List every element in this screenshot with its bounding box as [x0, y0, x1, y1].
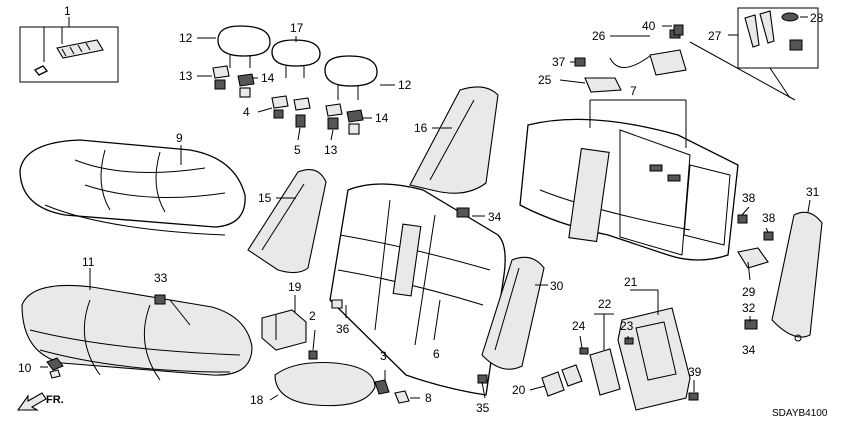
callout-32: 32 — [742, 301, 756, 315]
callout-22: 22 — [598, 297, 612, 311]
bolt-23 — [624, 337, 634, 345]
callout-20: 20 — [512, 383, 526, 397]
callout-27: 27 — [708, 29, 722, 43]
callout-34-b: 34 — [742, 343, 756, 357]
callouts: 1 2 3 4 5 6 7 8 9 10 11 12 12 13 13 14 1… — [18, 4, 824, 415]
bolt-36 — [331, 299, 343, 309]
bolt-8 — [394, 390, 410, 404]
headrest-center — [271, 39, 321, 78]
guide-13-b — [325, 103, 343, 130]
front-direction-label: FR. — [46, 394, 64, 406]
callout-15: 15 — [258, 191, 272, 205]
bolt-38-b — [763, 231, 774, 241]
side-bolster-left — [247, 169, 327, 274]
callout-13-a: 13 — [179, 69, 193, 83]
callout-8: 8 — [425, 391, 432, 405]
callout-17: 17 — [290, 21, 304, 35]
clip-3 — [374, 379, 390, 395]
callout-35: 35 — [476, 401, 490, 415]
headrest-right — [324, 55, 378, 100]
panel-21 — [617, 307, 691, 411]
callout-21: 21 — [624, 275, 638, 289]
keys-27 — [689, 7, 819, 101]
callout-38-a: 38 — [742, 191, 756, 205]
callout-12-right: 12 — [398, 78, 412, 92]
callout-2: 2 — [309, 309, 316, 323]
callout-37: 37 — [552, 55, 566, 69]
bracket-19 — [261, 309, 307, 351]
part-1-clip-group — [19, 17, 119, 83]
bolt-34-b — [744, 319, 758, 330]
bracket-29 — [737, 247, 769, 269]
bolt-33 — [154, 294, 166, 305]
hook-10 — [46, 357, 64, 379]
seat-back-frame-7 — [519, 118, 739, 261]
callout-13-b: 13 — [324, 143, 338, 157]
callout-39: 39 — [688, 365, 702, 379]
guide-5 — [293, 97, 311, 128]
callout-6: 6 — [433, 347, 440, 361]
headrest-left — [217, 25, 271, 68]
callout-25: 25 — [538, 73, 552, 87]
bolt-40 — [673, 24, 684, 36]
callout-11: 11 — [82, 255, 95, 269]
cushion-18 — [274, 361, 376, 407]
callout-14-a: 14 — [261, 71, 275, 85]
lock-22 — [589, 348, 621, 396]
bolt-39 — [688, 392, 699, 401]
bolt-38-a — [737, 214, 748, 224]
callout-10: 10 — [18, 361, 32, 375]
guide-14-b — [346, 109, 364, 135]
callout-16: 16 — [414, 121, 428, 135]
callout-3: 3 — [380, 349, 387, 363]
callout-29: 29 — [742, 285, 756, 299]
callout-26: 26 — [592, 29, 606, 43]
callout-23: 23 — [620, 319, 634, 333]
bolt-37 — [574, 57, 586, 67]
callout-38-b: 38 — [762, 211, 776, 225]
callout-4: 4 — [243, 105, 250, 119]
callout-40: 40 — [642, 19, 656, 33]
lock-assembly-26 — [609, 29, 687, 76]
callout-31: 31 — [806, 185, 820, 199]
latch-25 — [584, 77, 622, 93]
bolt-35 — [477, 374, 488, 384]
callout-36: 36 — [336, 322, 350, 336]
clip-2 — [308, 350, 318, 360]
callout-24: 24 — [572, 319, 586, 333]
guide-13-a — [212, 65, 230, 90]
callout-28: 28 — [810, 11, 824, 25]
callout-18: 18 — [250, 393, 264, 407]
callout-30: 30 — [550, 279, 564, 293]
armrest-16 — [409, 86, 499, 194]
leader-lines — [40, 16, 811, 401]
front-direction-arrow: FR. — [16, 392, 64, 411]
keys-20 — [541, 364, 583, 397]
callout-1: 1 — [64, 4, 71, 18]
callout-5: 5 — [294, 143, 301, 157]
callout-7: 7 — [630, 84, 637, 98]
callout-14-b: 14 — [375, 111, 389, 125]
bolt-24 — [579, 347, 589, 355]
bolt-34-a — [456, 207, 470, 218]
guide-4 — [271, 95, 289, 119]
washer-28 — [781, 12, 799, 22]
seat-cushion-cover — [19, 139, 246, 236]
diagram-code: SDAYB4100 — [772, 408, 828, 419]
guide-14-a — [237, 73, 255, 98]
callout-9: 9 — [176, 131, 183, 145]
callout-33: 33 — [154, 271, 168, 285]
side-trim-31 — [771, 211, 823, 342]
callout-12-left: 12 — [179, 31, 193, 45]
seat-cushion-pad — [21, 284, 253, 381]
callout-19: 19 — [288, 280, 302, 294]
seat-back-6 — [329, 183, 506, 396]
side-bolster-right — [481, 256, 545, 370]
callout-34-a: 34 — [488, 210, 502, 224]
